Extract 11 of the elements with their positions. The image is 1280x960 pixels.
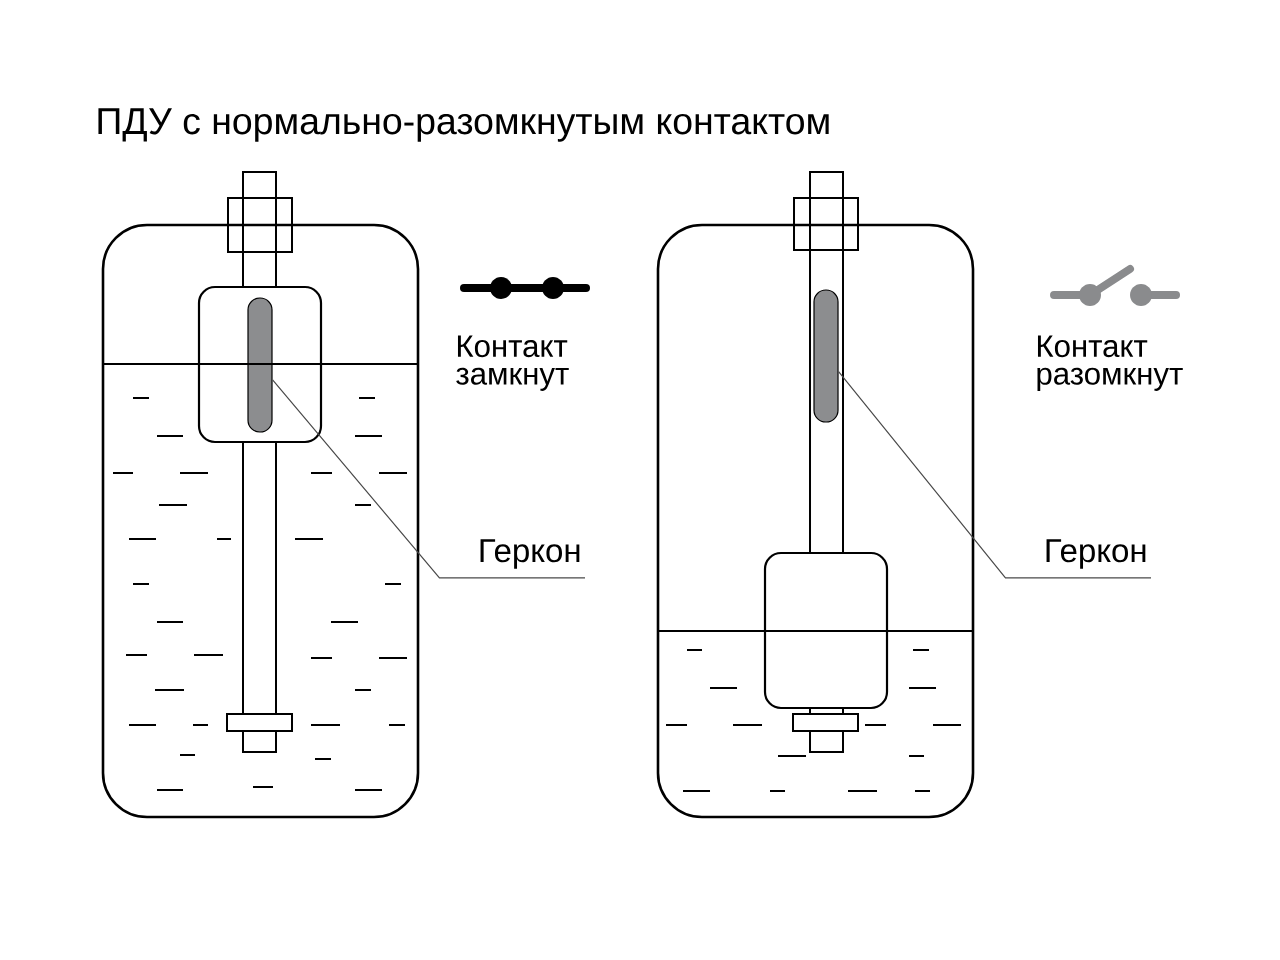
switch-state-label: Контакт разомкнут <box>1037 335 1183 391</box>
leader-line <box>272 379 586 579</box>
callout-label: Геркон <box>1046 539 1146 569</box>
leader-line <box>838 370 1152 579</box>
callout-label: Геркон <box>480 539 580 569</box>
reed-switch-capsule <box>813 289 839 423</box>
float <box>197 285 323 444</box>
float <box>763 551 889 710</box>
title: ПДУ с нормально-разомкнутым контактом <box>98 108 829 142</box>
reed-switch-capsule <box>247 297 273 433</box>
switch-state-label: Контакт замкнут <box>456 335 569 391</box>
